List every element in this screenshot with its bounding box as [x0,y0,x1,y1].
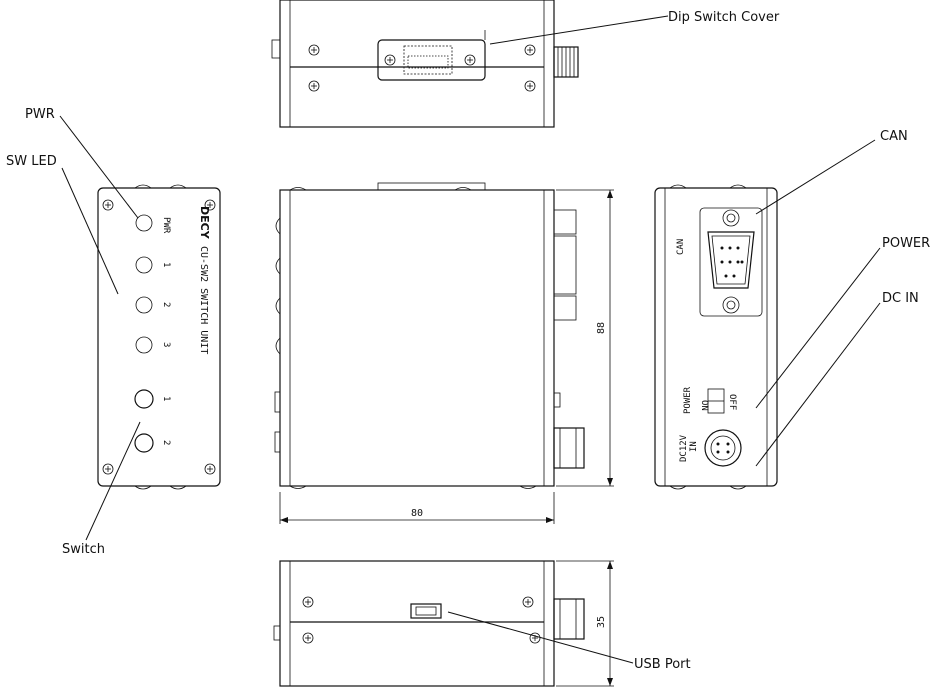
can-connector [699,207,763,317]
side-view [274,182,585,489]
switch-2 [134,433,154,453]
callout-pwr: PWR [25,107,55,122]
sw-led-3 [135,336,153,354]
off-label: OFF [727,394,737,410]
dimension-height: 88 [596,322,607,334]
brand-logo: DECY [198,206,211,240]
usb-port-icon [410,603,442,619]
top-view [271,0,579,128]
sw-led-1 [135,256,153,274]
screw-icon [529,632,541,644]
dc-jack [704,429,742,467]
screw-icon [308,80,320,92]
rear-panel: CAN POWER ON OFF DC12V IN [654,184,778,490]
power-label: POWER [683,386,693,414]
screw-icon [524,44,536,56]
dimension-width: 80 [411,508,423,519]
callout-switch: Switch [62,542,105,557]
callout-dip-switch-cover: Dip Switch Cover [668,10,780,25]
pwr-label: PWR [161,217,171,234]
screw-icon [102,199,114,211]
callout-usb-port: USB Port [634,657,691,672]
front-panel: PWR 1 2 3 1 2 DECY CU-SW2 SWITCH UNIT [97,184,221,490]
screw-icon [524,80,536,92]
led-label: 1 [161,262,171,267]
can-label: CAN [676,239,686,255]
screw-icon [102,463,114,475]
dimension-depth: 35 [596,616,607,628]
bottom-view [273,560,585,687]
dip-switch-cover [377,30,486,81]
screw-icon [204,463,216,475]
screw-icon [204,199,216,211]
screw-icon [522,596,534,608]
screw-icon [302,632,314,644]
screw-icon [308,44,320,56]
callout-power: POWER [882,236,930,251]
model-label: CU-SW2 SWITCH UNIT [198,246,209,354]
dc-label: IN [689,441,699,452]
callout-can: CAN [880,129,908,144]
led-label: 3 [161,342,171,347]
callout-sw-led: SW LED [6,154,57,169]
pwr-led [135,214,153,232]
on-label: ON [699,400,709,411]
dc-label: DC12V [679,434,689,462]
screw-icon [302,596,314,608]
sw-led-2 [135,296,153,314]
callout-dc-in: DC IN [882,291,919,306]
led-label: 2 [161,302,171,307]
switch-1 [134,389,154,409]
switch-label: 1 [161,396,171,401]
switch-label: 2 [161,440,171,445]
